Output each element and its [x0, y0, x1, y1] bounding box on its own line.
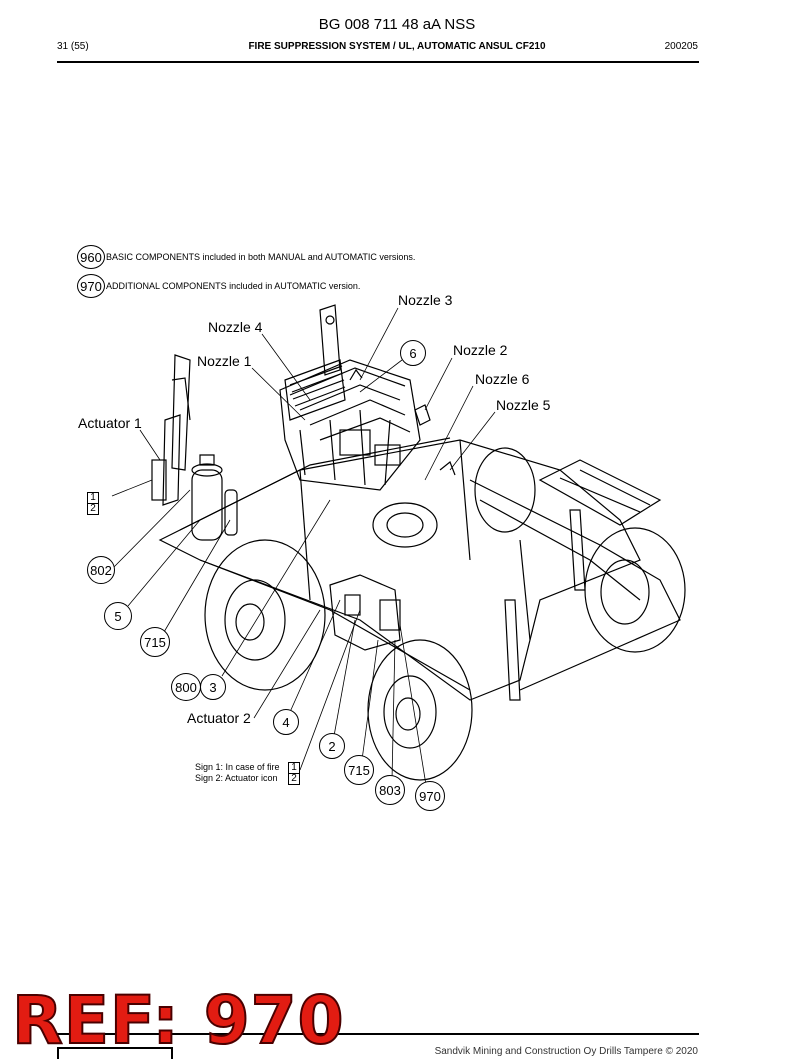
nozzle-1-label: Nozzle 1 [197, 353, 252, 369]
document-id: BG 008 711 48 aA NSS [318, 16, 476, 33]
part-715-badge: 715 [140, 627, 170, 657]
brand-logo-box [57, 1047, 173, 1059]
part-800-badge: 800 [171, 673, 201, 701]
actuator-1-label: Actuator 1 [78, 415, 142, 431]
part-6-badge: 6 [400, 340, 426, 366]
part-802-badge: 802 [87, 556, 115, 584]
part-715-second-badge: 715 [344, 755, 374, 785]
ref-stamp: REF: 970 [11, 981, 345, 1059]
nozzle-5-label: Nozzle 5 [496, 397, 551, 413]
part-2-badge: 2 [319, 733, 345, 759]
page-title: FIRE SUPPRESSION SYSTEM / UL, AUTOMATIC … [248, 41, 546, 52]
nozzle-6-label: Nozzle 6 [475, 371, 530, 387]
nozzle-3-label: Nozzle 3 [398, 292, 453, 308]
footer-copyright: Sandvik Mining and Construction Oy Drill… [434, 1046, 698, 1057]
sign-1-text: Sign 1: In case of fire [195, 762, 280, 772]
legend-badge-960: 960 [77, 245, 105, 269]
sign-box-2: 2 [87, 503, 99, 515]
nozzle-2-label: Nozzle 2 [453, 342, 508, 358]
part-3-badge: 3 [200, 674, 226, 700]
document-date: 200205 [664, 41, 698, 52]
actuator-2-label: Actuator 2 [187, 710, 251, 726]
header-rule [57, 61, 699, 63]
nozzle-4-label: Nozzle 4 [208, 319, 263, 335]
part-5-badge: 5 [104, 602, 132, 630]
footer-rule [57, 1033, 699, 1035]
sign-2-box: 2 [288, 773, 300, 785]
legend-text-additional: ADDITIONAL COMPONENTS included in AUTOMA… [106, 281, 361, 291]
page-number: 31 (55) [57, 41, 89, 52]
legend-badge-970: 970 [77, 274, 105, 298]
part-4-badge: 4 [273, 709, 299, 735]
sign-2-text: Sign 2: Actuator icon [195, 773, 278, 783]
part-803-badge: 803 [375, 775, 405, 805]
part-970-badge: 970 [415, 781, 445, 811]
legend-text-basic: BASIC COMPONENTS included in both MANUAL… [106, 252, 416, 262]
